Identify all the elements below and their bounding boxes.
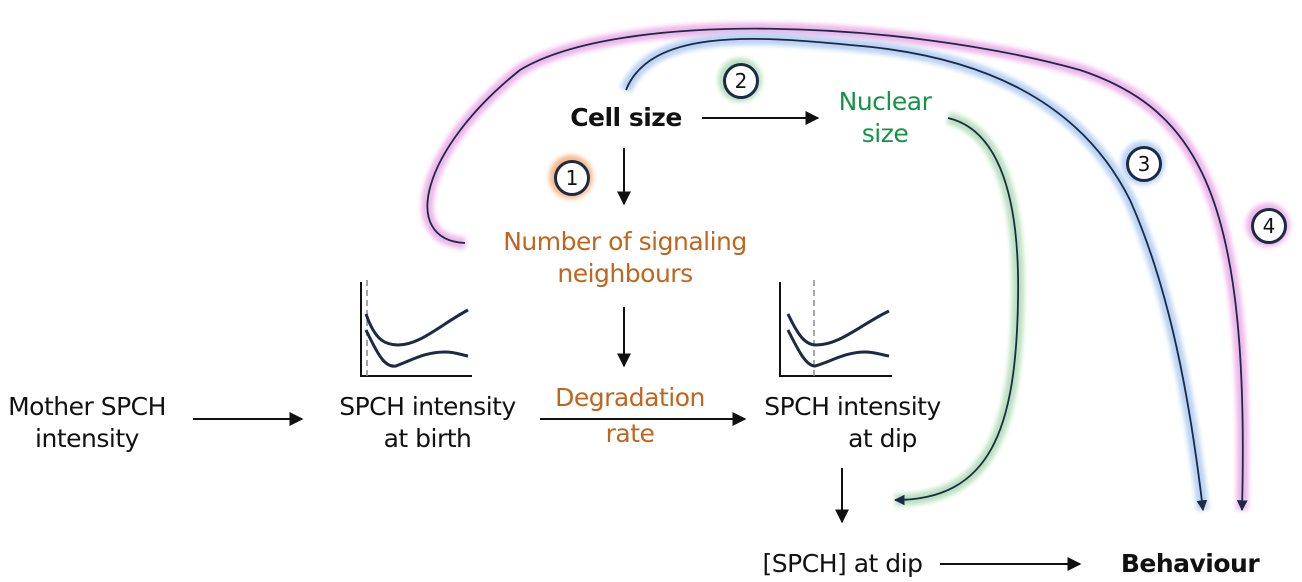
mother-line-2: intensity: [35, 424, 139, 453]
pathway-2-badge: 2: [723, 63, 759, 99]
spch-concentration-label: [SPCH] at dip: [762, 549, 923, 578]
pathway-4-badge: 4: [1251, 208, 1287, 244]
dip-intensity-label: SPCH intensity at dip: [745, 391, 960, 455]
dip-line-2: at dip: [848, 424, 917, 453]
birth-intensity-label: SPCH intensity at birth: [320, 391, 535, 455]
mother-line-1: Mother SPCH: [8, 392, 166, 421]
degradation-line-2: rate: [605, 419, 655, 448]
pathway-4-arrow: [421, 22, 1249, 512]
birth-line-2: at birth: [383, 424, 472, 453]
nuclear-size-label: Nuclear size: [815, 86, 955, 150]
neighbours-line-2: neighbours: [557, 259, 693, 288]
birth-inset-chart: [360, 280, 472, 377]
nuclear-size-line-1: Nuclear: [838, 87, 932, 116]
inset-upper-curve: [364, 308, 469, 347]
inset-lower-curve: [786, 329, 890, 368]
behaviour-label: Behaviour: [1120, 549, 1260, 578]
inset-lower-curve: [364, 329, 469, 368]
degradation-rate-label: Degradation rate: [535, 382, 725, 450]
pathway-2-arrow: [893, 112, 1025, 506]
degradation-line-1: Degradation: [555, 383, 705, 412]
neighbours-label: Number of signaling neighbours: [480, 226, 770, 290]
mother-intensity-label: Mother SPCH intensity: [0, 391, 182, 455]
birth-line-1: SPCH intensity: [339, 392, 516, 421]
pathway-3-badge: 3: [1126, 146, 1162, 182]
dip-line-1: SPCH intensity: [764, 392, 941, 421]
pathway-1-badge: 1: [554, 160, 590, 196]
neighbours-line-1: Number of signaling: [503, 227, 747, 256]
pathway-3-arrow: [620, 32, 1209, 512]
inset-upper-curve: [786, 309, 890, 347]
dip-inset-chart: [779, 280, 892, 377]
nuclear-size-line-2: size: [861, 119, 909, 148]
cell-size-label: Cell size: [570, 103, 682, 132]
